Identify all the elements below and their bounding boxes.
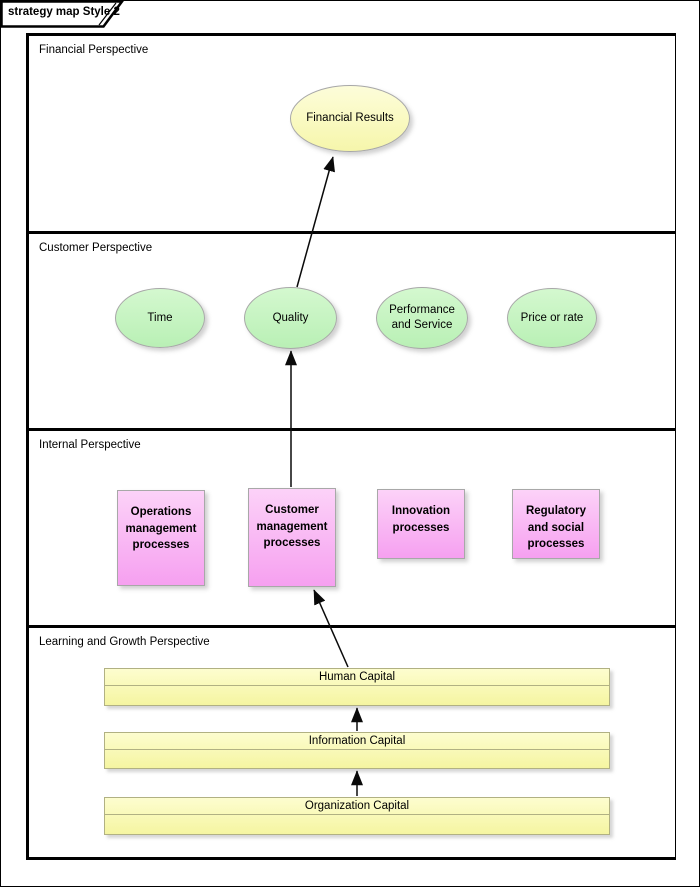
- node-label: Financial Results: [306, 112, 394, 125]
- node-human-capital[interactable]: Human Capital: [104, 668, 610, 706]
- node-regulatory-and-social-processes[interactable]: Regulatory and social processes: [512, 489, 600, 559]
- node-organization-capital[interactable]: Organization Capital: [104, 797, 610, 835]
- lane-label: Financial Perspective: [39, 44, 149, 56]
- node-customer-management-processes[interactable]: Customer management processes: [248, 488, 336, 587]
- node-label: Human Capital: [105, 669, 609, 686]
- bar-compartment: [105, 686, 609, 705]
- node-label: Customer management processes: [256, 504, 328, 550]
- lane-label: Learning and Growth Perspective: [39, 636, 210, 648]
- diagram-tab: strategy map Style 2: [0, 0, 135, 30]
- lane-internal-perspective[interactable]: Internal Perspective: [29, 431, 675, 628]
- lane-customer-perspective[interactable]: Customer Perspective: [29, 234, 675, 431]
- tab-shape-icon: [0, 0, 125, 28]
- node-label: Time: [147, 311, 173, 324]
- lane-label: Internal Perspective: [39, 439, 141, 451]
- node-performance-and-service[interactable]: Performance and Service: [376, 287, 468, 349]
- lane-learning-growth-perspective[interactable]: Learning and Growth Perspective: [29, 628, 675, 857]
- node-information-capital[interactable]: Information Capital: [104, 732, 610, 769]
- node-financial-results[interactable]: Financial Results: [290, 85, 410, 152]
- node-label: Organization Capital: [105, 798, 609, 815]
- bar-compartment: [105, 815, 609, 834]
- node-operations-management-processes[interactable]: Operations management processes: [117, 490, 205, 586]
- lane-financial-perspective[interactable]: Financial Perspective: [29, 36, 675, 234]
- node-innovation-processes[interactable]: Innovation processes: [377, 489, 465, 559]
- diagram-title: strategy map Style 2: [8, 6, 120, 18]
- node-label: Quality: [272, 311, 309, 324]
- node-label: Price or rate: [520, 311, 584, 324]
- node-label: Performance and Service: [389, 304, 455, 331]
- node-label: Information Capital: [105, 733, 609, 750]
- node-time[interactable]: Time: [115, 288, 205, 348]
- diagram-frame: Financial Perspective Customer Perspecti…: [26, 33, 676, 860]
- node-price-or-rate[interactable]: Price or rate: [507, 288, 597, 348]
- node-quality[interactable]: Quality: [244, 287, 337, 349]
- lane-label: Customer Perspective: [39, 242, 153, 254]
- node-label: Innovation processes: [391, 505, 451, 534]
- bar-compartment: [105, 750, 609, 768]
- node-label: Operations management processes: [125, 506, 197, 552]
- node-label: Regulatory and social processes: [525, 505, 587, 551]
